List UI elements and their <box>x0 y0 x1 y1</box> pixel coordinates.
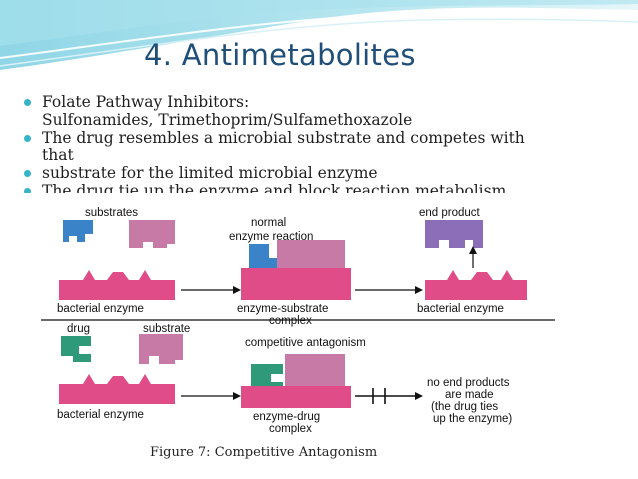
figure-caption: Figure 7: Competitive Antagonism <box>150 445 378 460</box>
label-drug: drug <box>67 323 90 335</box>
label-substrate: substrate <box>143 323 190 335</box>
enzyme-substrate-complex-shape <box>241 240 351 300</box>
drug-shape <box>61 336 91 362</box>
pink-substrate-shape <box>129 220 175 248</box>
header-wave-decoration <box>0 0 638 70</box>
label-enzyme-drug: enzyme-drug <box>253 411 320 423</box>
blue-substrate-shape <box>63 220 93 242</box>
bullet-drug-resembles: The drug resembles a microbial substrate… <box>24 130 542 164</box>
bullet-substrate: substrate for the limited microbial enzy… <box>24 165 584 182</box>
label-substrates: substrates <box>85 207 138 219</box>
label-bacterial-enzyme-2: bacterial enzyme <box>417 303 504 315</box>
label-bacterial-enzyme-1: bacterial enzyme <box>57 303 144 315</box>
slide-title: 4. Antimetabolites <box>144 38 416 72</box>
bullet-sulfonamides: Sulfonamides, Trimethoprim/Sulfamethoxaz… <box>42 111 413 129</box>
bullet-folate: Folate Pathway Inhibitors: <box>24 94 584 111</box>
end-product-shape <box>425 220 483 248</box>
label-complex-2: complex <box>269 423 312 435</box>
enzyme-shape-1 <box>59 270 175 300</box>
competitive-antagonism-figure: substrates end product normal enzyme rea… <box>33 204 559 436</box>
label-end-product: end product <box>419 207 481 219</box>
label-competitive-antagonism: competitive antagonism <box>245 337 366 349</box>
bullet-list: Folate Pathway Inhibitors: Sulfonamides,… <box>24 94 584 194</box>
enzyme-shape-2 <box>425 270 527 300</box>
substrate-shape-2 <box>139 334 183 364</box>
label-normal: normal <box>251 217 286 229</box>
label-are-made: are made <box>445 389 494 401</box>
enzyme-drug-complex-shape <box>241 354 351 408</box>
label-complex-1: complex <box>269 315 312 327</box>
label-no-end-products: no end products <box>427 377 510 389</box>
label-bacterial-enzyme-3: bacterial enzyme <box>57 409 144 421</box>
label-enzyme-substrate: enzyme-substrate <box>237 303 328 315</box>
label-drug-ties: (the drug ties <box>431 401 498 413</box>
enzyme-shape-3 <box>59 374 175 404</box>
bullet-drug-ties: The drug tie up the enzyme and block rea… <box>24 183 584 193</box>
label-up-the-enzyme: up the enzyme) <box>433 413 512 425</box>
